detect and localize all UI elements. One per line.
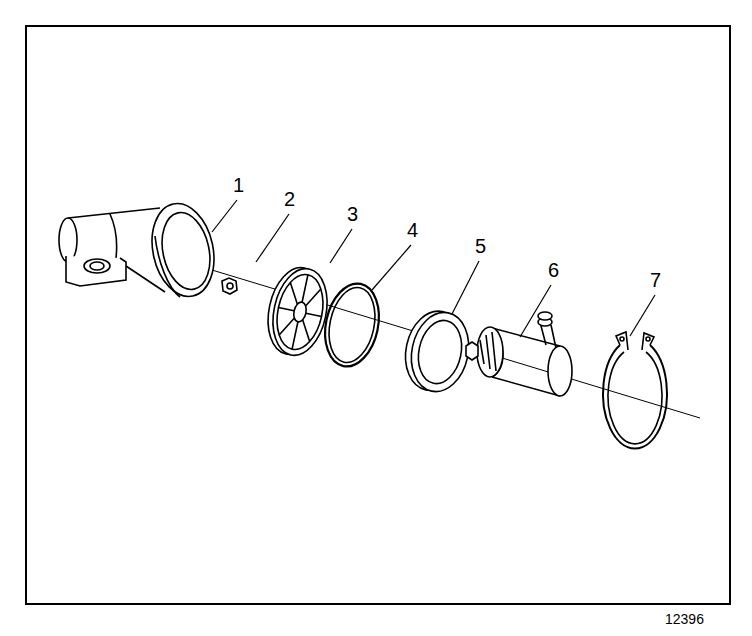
callout-number: 7 bbox=[650, 270, 661, 290]
housing bbox=[59, 198, 222, 302]
callout-number: 1 bbox=[233, 175, 244, 195]
callout-number: 6 bbox=[548, 260, 559, 280]
leader-line bbox=[452, 261, 479, 314]
leader-line bbox=[256, 214, 289, 262]
leader-lines bbox=[212, 200, 655, 337]
leader-line bbox=[630, 295, 655, 336]
leader-line bbox=[372, 245, 411, 290]
spoked-disc bbox=[261, 263, 335, 361]
snap-ring bbox=[603, 332, 667, 449]
seal-ring bbox=[398, 306, 475, 397]
frame bbox=[26, 26, 730, 604]
callout-number: 5 bbox=[475, 236, 486, 256]
leader-line bbox=[212, 200, 237, 232]
callout-number: 4 bbox=[407, 220, 418, 240]
leader-line bbox=[520, 285, 551, 337]
o-ring bbox=[318, 279, 386, 372]
leader-line bbox=[330, 229, 352, 263]
callout-number: 3 bbox=[347, 204, 358, 224]
figure-number: 12396 bbox=[665, 612, 704, 626]
callout-number: 2 bbox=[284, 189, 295, 209]
actuator bbox=[466, 312, 572, 396]
nut bbox=[222, 278, 237, 294]
